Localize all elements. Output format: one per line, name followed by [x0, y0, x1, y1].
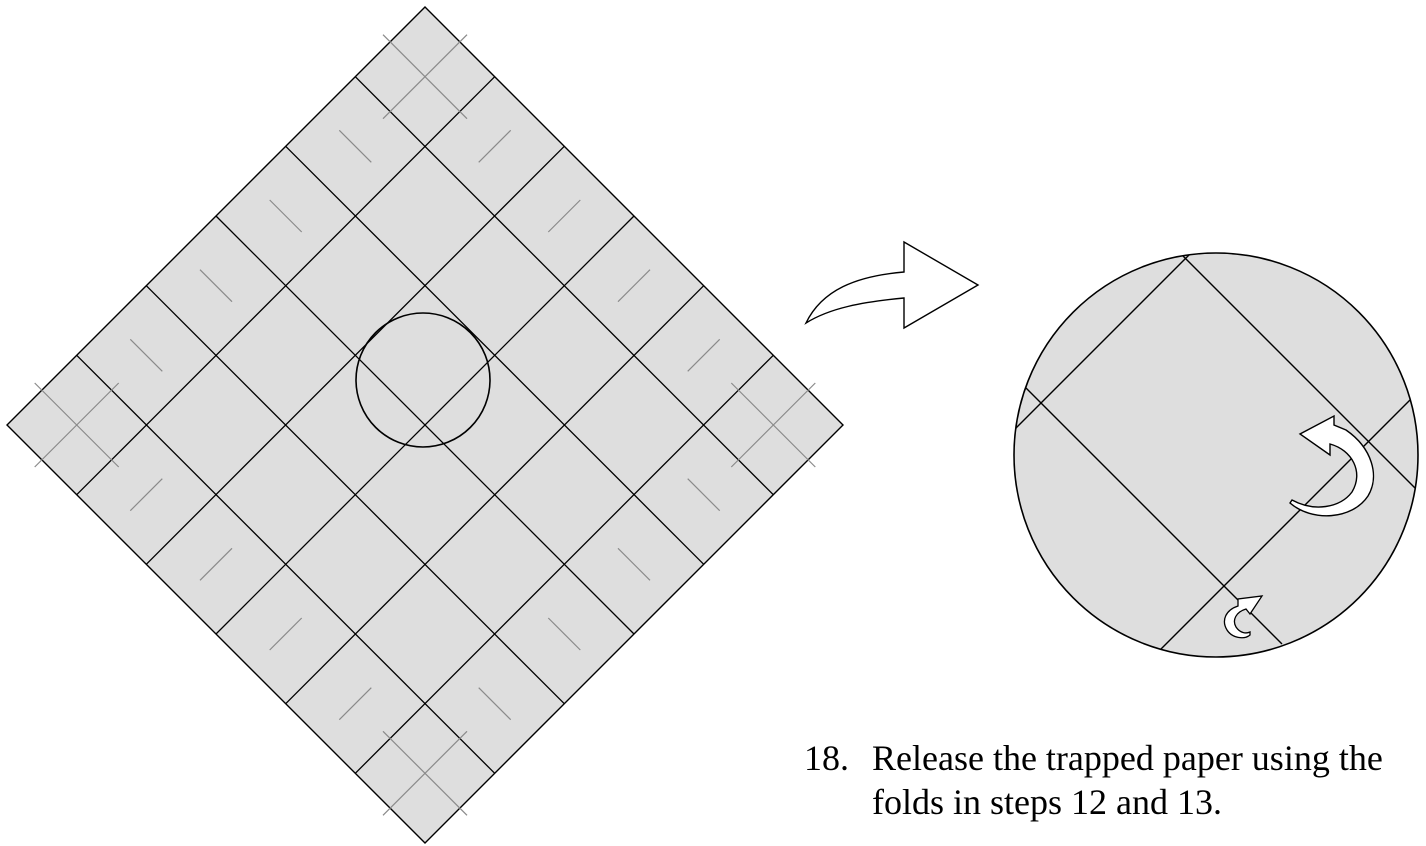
curved-rotate-arrow-icon-small [1223, 595, 1264, 639]
crease-mark [269, 199, 303, 233]
step-line-1: 18. Release the trapped paper using the [804, 736, 1422, 780]
zoom-circle [1013, 252, 1419, 658]
crease-mark [687, 338, 721, 372]
crease-cross [382, 34, 468, 120]
crease-marks [34, 34, 816, 816]
step-text-line-1: Release the trapped paper using the [872, 738, 1383, 778]
crease-mark [199, 269, 233, 303]
crease-mark [199, 547, 233, 581]
crease-mark [547, 617, 581, 651]
crease-mark [478, 129, 512, 163]
crease-mark [338, 687, 372, 721]
folded-paper-diamond [6, 6, 844, 844]
crease-cross [34, 382, 120, 468]
crease-mark [478, 687, 512, 721]
crease-mark [129, 338, 163, 372]
crease-mark [129, 478, 163, 512]
crease-mark [338, 129, 372, 163]
crease-mark [687, 478, 721, 512]
step-number: 18. [804, 738, 849, 778]
fold-line [76, 354, 496, 774]
crease-mark [547, 199, 581, 233]
crease-cross [730, 382, 816, 468]
step-text-line-2: folds in steps 12 and 13. [872, 782, 1222, 822]
crease-mark [269, 617, 303, 651]
crease-mark [617, 547, 651, 581]
curved-arrow-right-icon [804, 240, 980, 330]
step-instruction: 18. Release the trapped paper using the f… [804, 736, 1422, 824]
zoom-detail-view [1013, 252, 1419, 658]
crease-mark [617, 269, 651, 303]
detail-highlight-circle [355, 312, 491, 448]
curved-rotate-arrow-icon [1289, 414, 1375, 517]
crease-cross [382, 730, 468, 816]
fold-grid-lines [76, 76, 774, 774]
